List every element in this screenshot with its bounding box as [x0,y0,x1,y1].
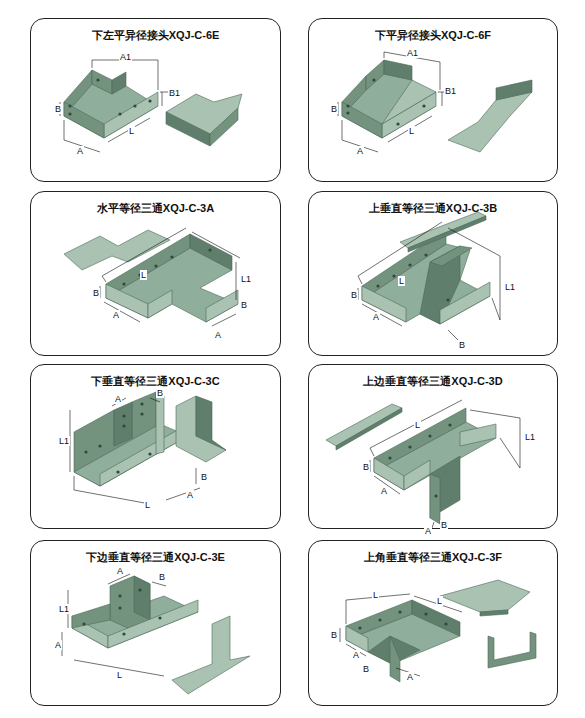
panel-title: 上垂直等径三通XQJ-C-3B [309,192,557,216]
dimension-label: B [54,104,62,114]
dimension-label: A [214,330,222,340]
dimension-label: B1 [168,88,181,98]
dimension-label: B [350,290,358,300]
up-edge-vertical-tee-3d [326,400,520,528]
dimension-label: A [114,394,122,404]
dimension-label: L [372,590,379,600]
dimension-label: B [330,630,338,640]
dimension-label: A [372,312,380,322]
dimension-label: A [356,146,364,156]
dimension-label: B [240,300,248,310]
panel-title: 下平异径接头XQJ-C-6F [309,19,557,43]
up-vertical-tee-3b [358,212,500,344]
down-vertical-tee-3c [70,392,226,504]
dimension-label: L [128,126,135,136]
panel-title: 水平等径三通XQJ-C-3A [31,192,280,216]
down-edge-vertical-tee-3e [62,574,250,694]
dimension-label: B [92,288,100,298]
dimension-label: A [424,526,432,536]
fitting-panel: 上角垂直等径三通XQJ-C-3F [308,540,558,706]
up-corner-vertical-tee-3f [340,580,536,682]
fitting-panel: 下边垂直等径三通XQJ-C-3E [30,540,281,706]
panel-title: 下边垂直等径三通XQJ-C-3E [31,541,280,565]
panel-title: 上边垂直等径三通XQJ-C-3D [309,365,557,389]
dimension-label: B [362,664,370,674]
dimension-label: B [440,520,448,530]
dimension-label: L [436,596,443,606]
reducer-6e [60,60,242,152]
dimension-label: A [112,310,120,320]
panel-title: 上角垂直等径三通XQJ-C-3F [309,541,557,565]
dimension-label: B [362,462,370,472]
dimension-label: L1 [524,432,536,442]
dimension-label: L1 [58,604,70,614]
dimension-label: A [380,486,388,496]
reducer-6f [338,52,532,152]
dimension-label: L [140,270,147,280]
dimension-label: L1 [504,282,516,292]
dimension-label: A [186,490,194,500]
dimension-label: A1 [406,48,419,58]
dimension-label: A [116,566,124,576]
panel-title: 下左平异径接头XQJ-C-6E [31,19,280,43]
fitting-panel: 上边垂直等径三通XQJ-C-3D [308,364,558,529]
dimension-label: A [352,650,360,660]
horizontal-tee-3a [64,228,240,326]
dimension-label: B1 [444,86,457,96]
dimension-label: L [408,126,415,136]
dimension-label: L [398,276,405,286]
dimension-label: B [330,104,338,114]
fitting-panel: 下平异径接头XQJ-C-6F [308,18,558,182]
dimension-label: L1 [240,274,252,284]
dimension-label: B [158,572,166,582]
dimension-label: L [414,420,421,430]
dimension-label: L [116,670,123,680]
fitting-panel: 下左平异径接头XQJ-C-6E [30,18,281,182]
dimension-label: L1 [58,436,70,446]
dimension-label: A1 [119,52,132,62]
dimension-label: A [54,640,62,650]
dimension-label: B [156,388,164,398]
dimension-label: B [458,340,466,350]
dimension-label: L [144,500,151,510]
fitting-panel: 上垂直等径三通XQJ-C-3B [308,191,558,356]
dimension-label: A [406,672,414,682]
dimension-label: A [76,146,84,156]
dimension-label: B [200,472,208,482]
panel-title: 下垂直等径三通XQJ-C-3C [31,365,280,389]
